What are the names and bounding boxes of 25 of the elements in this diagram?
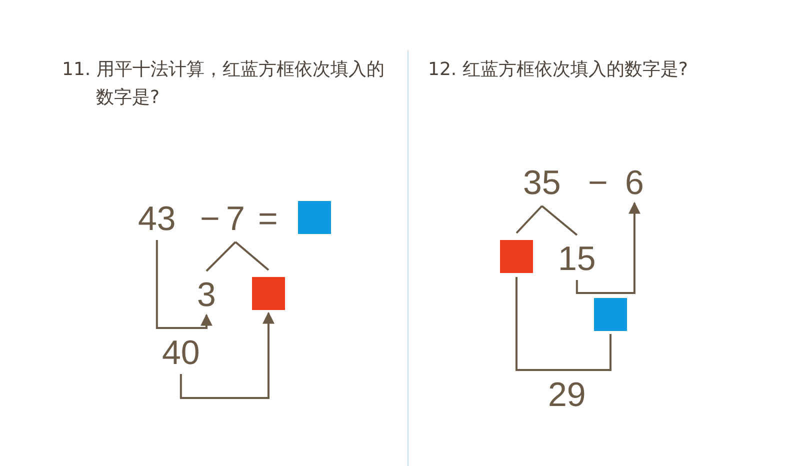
edge-label: 29 <box>548 378 586 412</box>
question-text: 11. 用平十法计算，红蓝方框依次填入的数字是? <box>62 58 386 110</box>
operator-sign: − <box>200 202 220 236</box>
number: 7 <box>226 202 245 236</box>
number: 43 <box>138 202 176 236</box>
arrow <box>180 312 274 399</box>
number: 35 <box>523 166 561 200</box>
operator-sign: = <box>258 202 278 236</box>
connector-line <box>234 241 270 271</box>
number: 40 <box>162 336 200 370</box>
answer-box <box>252 277 285 310</box>
answer-box <box>298 201 331 234</box>
number: 15 <box>558 242 596 276</box>
question-text: 12. 红蓝方框依次填入的数字是? <box>428 58 689 82</box>
connector-line <box>516 205 543 234</box>
number: 6 <box>625 166 644 200</box>
connector-line <box>206 241 236 272</box>
connector-line <box>516 277 612 371</box>
arrow <box>576 202 640 294</box>
operator-sign: − <box>588 166 608 200</box>
number: 3 <box>197 278 216 312</box>
arrow <box>156 240 212 329</box>
answer-box <box>500 240 533 273</box>
answer-box <box>594 298 627 331</box>
connector-line <box>541 205 578 236</box>
